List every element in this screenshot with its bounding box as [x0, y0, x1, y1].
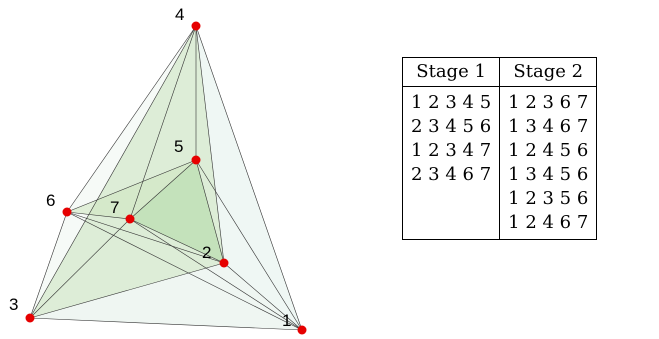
table-row: 2 3 4 6 7 1 3 4 5 6: [402, 163, 597, 187]
edge-7-1: [129, 218, 303, 331]
face-green-center: [130, 160, 224, 263]
stage-1-cell: 1 2 3 4 5: [402, 86, 501, 115]
vertex-1: [297, 325, 307, 335]
table-row: 1 2 4 6 7: [402, 211, 597, 240]
table-row: 1 2 3 5 6: [402, 187, 597, 211]
stage-1-cell: 1 2 3 4 7: [402, 139, 501, 163]
vertex-label-7: 7: [110, 198, 119, 217]
vertex-4: [191, 21, 201, 31]
header-stage-2: Stage 2: [499, 57, 597, 87]
vertex-6: [62, 207, 72, 217]
edge-4-3: [29, 25, 197, 319]
edge-6-3: [29, 211, 68, 319]
stages-table: Stage 1 Stage 2 1 2 3 4 5 1 2 3 6 7 2 3 …: [402, 57, 598, 240]
stage-2-cell: 1 2 3 6 7: [508, 92, 589, 113]
edge-2-3: [29, 262, 225, 319]
stage-2-cell: 1 2 4 6 7: [508, 212, 589, 233]
edge-4-7: [129, 25, 197, 220]
stage-1-cell: 2 3 4 6 7: [402, 163, 501, 187]
stage-2-cell: 1 3 4 6 7: [508, 116, 589, 137]
edges: [29, 25, 303, 331]
stage-2-cell: 1 2 4 5 6: [508, 140, 589, 161]
table-row: 1 2 3 4 7 1 2 4 5 6: [402, 139, 597, 163]
table-header-row: Stage 1 Stage 2: [402, 57, 597, 87]
stage-1-cell: [402, 211, 501, 240]
edge-6-1: [66, 211, 303, 331]
edge-4-2: [195, 25, 225, 264]
vertex-2: [219, 258, 229, 268]
face-green-left: [30, 26, 224, 318]
edge-5-2: [195, 159, 225, 264]
edge-6-5: [66, 159, 197, 213]
vertex-3: [25, 313, 35, 323]
vertex-7: [125, 214, 135, 224]
edge-5-7: [129, 159, 197, 220]
edge-2-1: [223, 262, 303, 331]
edge-5-1: [195, 159, 303, 331]
face-lower: [30, 263, 302, 330]
stage-1-cell: [402, 187, 501, 211]
edge-7-2: [129, 218, 225, 264]
table-row: 2 3 4 5 6 1 3 4 6 7: [402, 115, 597, 139]
stage-2-cell: 1 2 3 5 6: [508, 188, 589, 209]
vertex-label-4: 4: [175, 5, 184, 24]
edge-3-1: [29, 317, 303, 331]
vertex-5: [191, 155, 201, 165]
vertex-label-3: 3: [9, 295, 18, 314]
edge-4-6: [66, 25, 197, 213]
edge-7-3: [29, 218, 131, 319]
stage-1-cell: 2 3 4 5 6: [402, 115, 501, 139]
header-stage-1: Stage 1: [402, 57, 501, 87]
vertex-label-2: 2: [202, 243, 211, 262]
vertex-label-5: 5: [174, 137, 183, 156]
edge-4-1: [195, 25, 303, 331]
table-row: 1 2 3 4 5 1 2 3 6 7: [402, 86, 597, 115]
vertex-label-1: 1: [282, 311, 291, 330]
stage-2-cell: 1 3 4 5 6: [508, 164, 589, 185]
edge-6-7: [66, 211, 131, 220]
edge-6-2: [66, 211, 225, 264]
vertex-label-6: 6: [46, 191, 55, 210]
